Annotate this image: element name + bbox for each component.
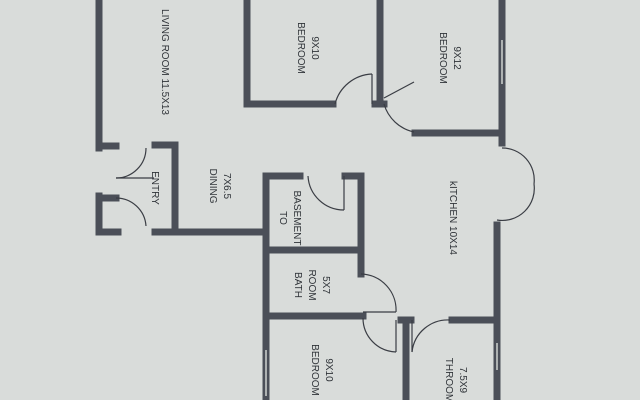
label-kitchen: kITCHEN 10X14 [447,181,458,255]
door-bedroom2-arc [383,103,415,133]
label-basement-line1: TO [277,211,288,225]
label-bedroom-bottom-size: 9X10 [323,358,334,382]
windows [265,40,503,396]
door-bath-arc [360,273,397,313]
door-kitchen-arc1 [501,147,535,185]
door-basement-arc [307,175,345,211]
label-bedroom-right-name: BEDROOM [437,32,448,84]
door-kitchen-arc2 [496,183,535,222]
label-bath-line2: ROOM [306,269,317,300]
label-bathroom-bottom-size: 7.5X9 [457,367,468,394]
label-bedroom-right-size: 9X12 [451,46,462,70]
label-bedroom-bottom-name: BEDROOM [309,344,320,396]
label-dining-size: 7X6.5 [221,173,232,200]
label-bedroom-top-name: BEDROOM [295,22,306,74]
label-entry: ENTRY [149,171,160,205]
door-bedroom3-arc [362,317,397,353]
door-bedroom2-leaf [383,81,415,99]
door-bedroom1-arc [334,73,373,105]
doors [115,73,535,353]
door-bath2-arc [411,319,451,353]
room-labels: LIVING ROOM 11.5X13 BEDROOM 9X10 BEDROOM… [149,9,468,400]
door-entry-arc2 [115,197,147,227]
door-entry-arc [115,147,147,179]
label-bath-size: 5X7 [320,276,331,294]
label-dining-name: DINING [207,169,218,204]
label-basement-line2: BASEMENT [291,190,302,245]
label-living-room: LIVING ROOM 11.5X13 [159,9,170,115]
label-bedroom-top-size: 9X10 [309,36,320,60]
label-bath-line1: BATH [292,272,303,298]
label-bathroom-bottom-name: THROOM [443,358,454,400]
